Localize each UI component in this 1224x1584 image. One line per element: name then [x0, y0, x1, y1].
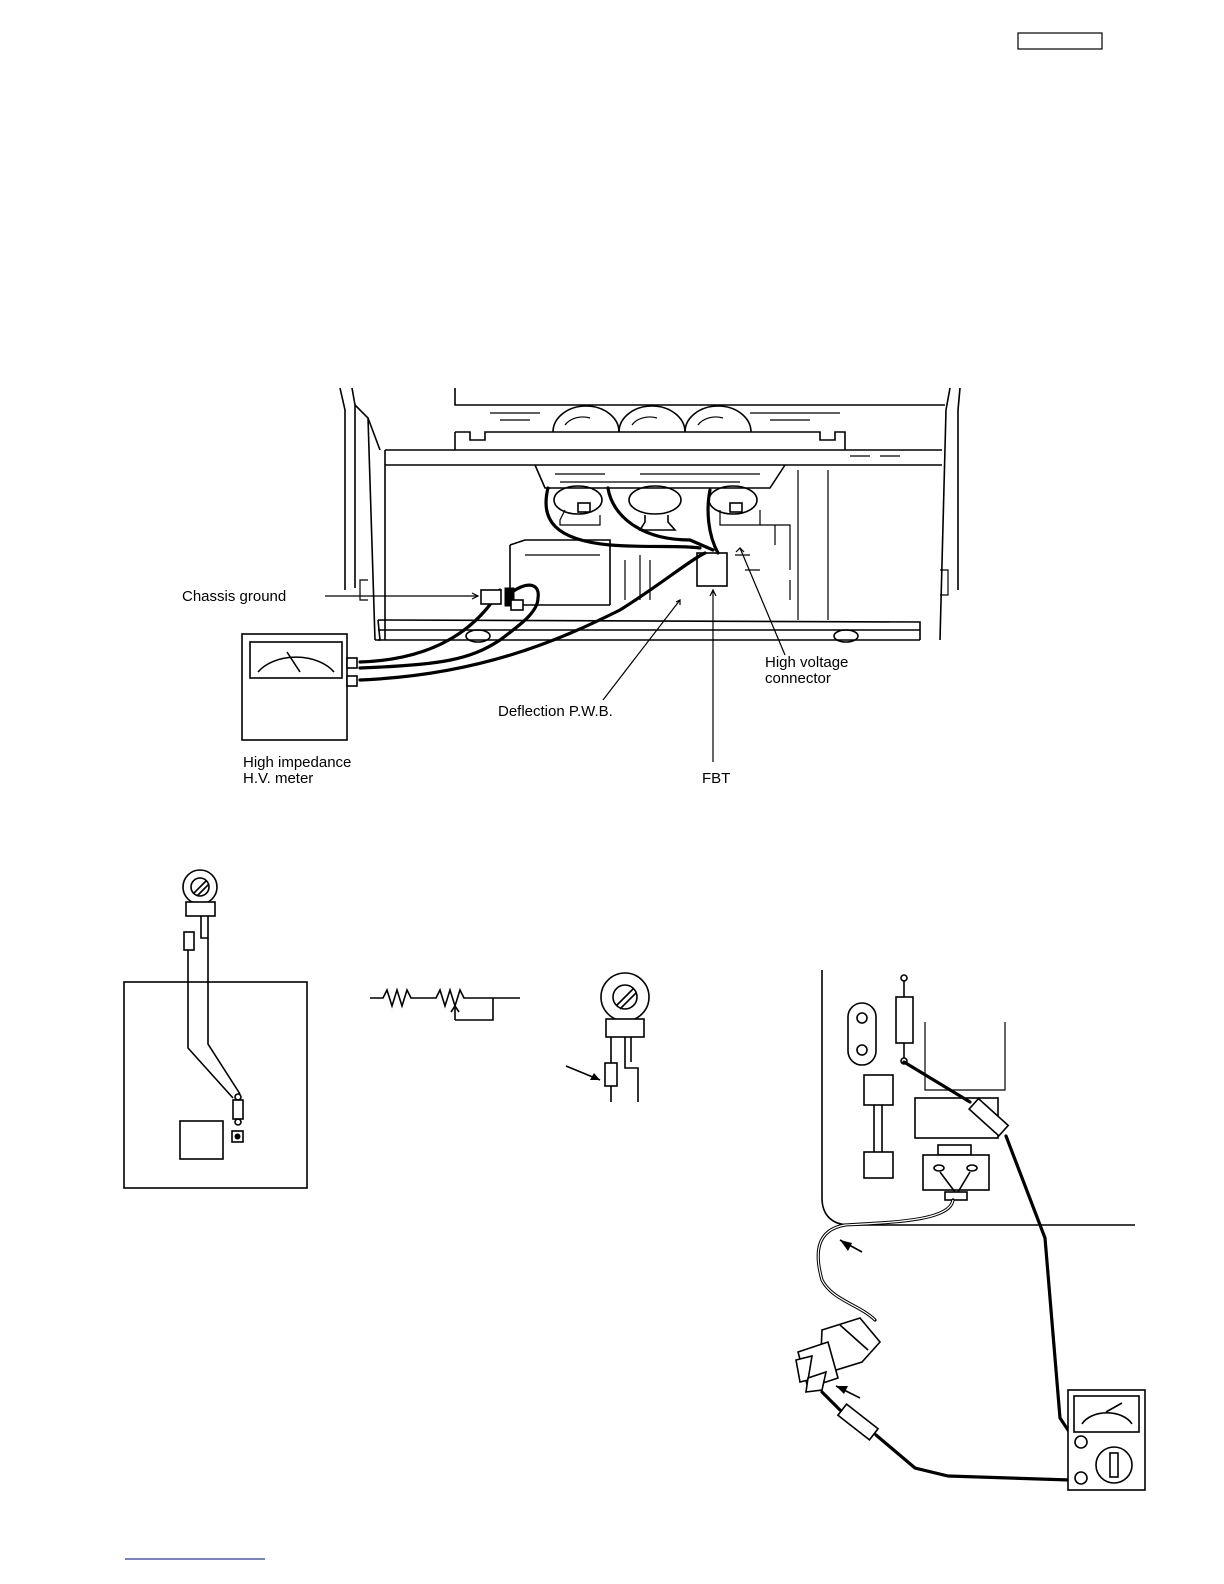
label-fbt: FBT — [702, 770, 730, 787]
label-high-voltage: High voltage — [765, 654, 848, 671]
pot-detail-figure — [566, 973, 649, 1102]
deflection-pwb-block — [510, 540, 760, 605]
fbt-block — [697, 553, 727, 586]
hv-meter — [242, 634, 357, 740]
label-meter-line2: H.V. meter — [243, 770, 313, 787]
hv-measurement-figure: Chassis ground High voltage connector De… — [182, 388, 960, 787]
resistor-schematic — [370, 990, 520, 1020]
label-chassis-ground: Chassis ground — [182, 588, 286, 605]
label-meter-line1: High impedance — [243, 754, 351, 771]
header-box — [1018, 33, 1102, 49]
hv-wires — [360, 488, 718, 680]
label-connector: connector — [765, 670, 831, 687]
cabinet-frame — [340, 388, 960, 642]
label-deflection-pwb: Deflection P.W.B. — [498, 703, 613, 720]
pcb-pot-figure — [124, 870, 307, 1188]
leakage-test-figure — [796, 970, 1145, 1490]
